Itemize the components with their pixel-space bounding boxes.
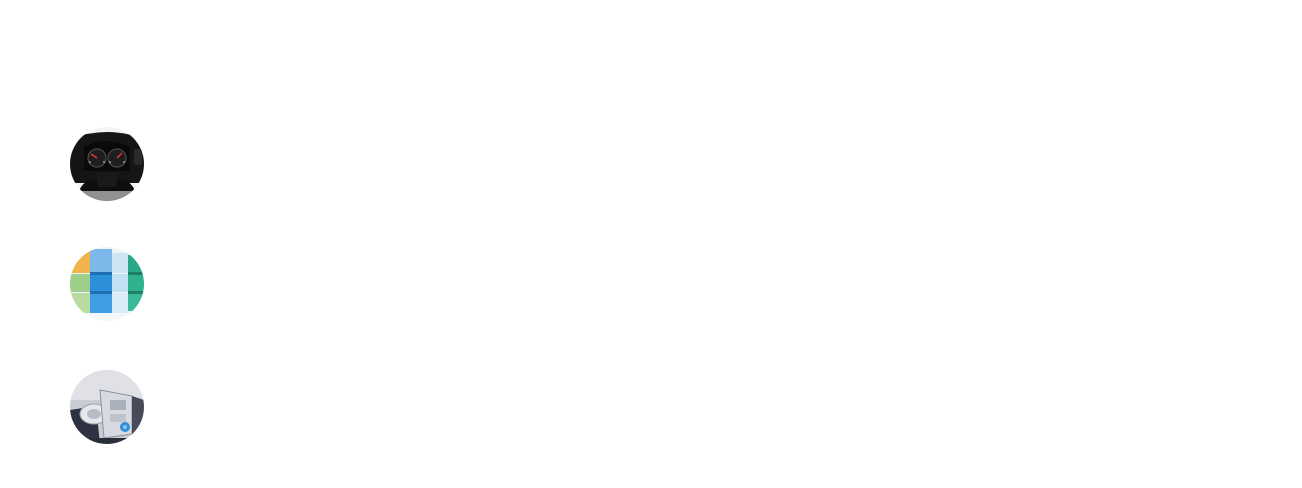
car-dashboard-icon xyxy=(70,127,144,201)
thumbnail-list xyxy=(70,127,146,445)
colored-containers-icon xyxy=(70,247,144,321)
industrial-machine-thumbnail[interactable] xyxy=(70,370,144,444)
industrial-machine-icon xyxy=(70,370,144,444)
car-dashboard-thumbnail[interactable] xyxy=(70,127,144,201)
colored-containers-thumbnail[interactable] xyxy=(70,247,144,321)
